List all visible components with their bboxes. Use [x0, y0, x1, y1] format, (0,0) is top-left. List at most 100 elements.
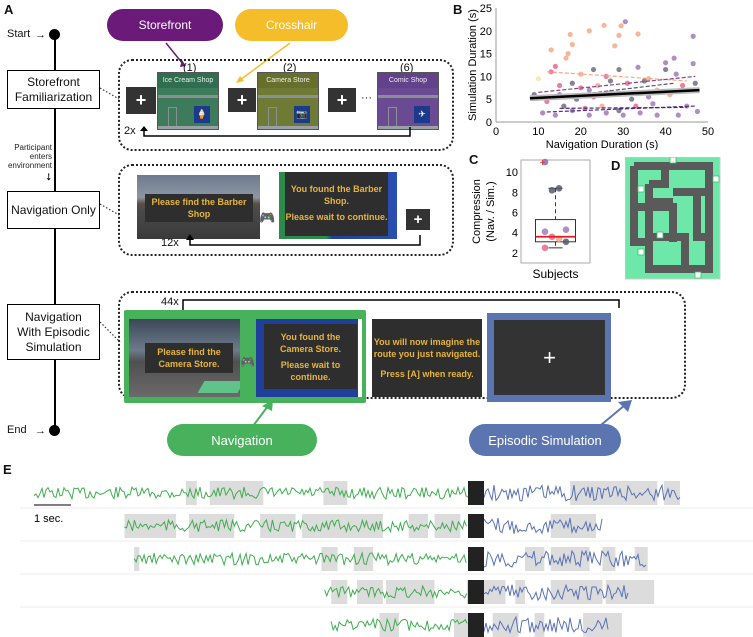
connector-1 [100, 87, 120, 100]
shaded-segment [583, 613, 622, 637]
shaded-segment [321, 547, 338, 571]
data-point [586, 87, 592, 93]
navigation-only-block [118, 164, 454, 256]
callout-storefront: Storefront [107, 9, 223, 41]
data-point [673, 71, 679, 77]
data-point [552, 112, 558, 118]
data-point [569, 80, 575, 86]
shaded-segment [602, 547, 616, 571]
y-tick-label: 20 [480, 26, 492, 38]
data-point [624, 80, 631, 86]
group-fit-line [529, 88, 700, 100]
repeat-count-episodic: 44x [161, 296, 179, 308]
found-screen-barber: You found the Barber Shop. Please wait t… [279, 172, 397, 239]
data-point [679, 82, 686, 89]
data-point [548, 47, 554, 53]
transition-note: Participant enters environment [7, 143, 52, 170]
navigation-trace [330, 617, 468, 633]
connector-3 [100, 321, 121, 343]
found-message-camera: You found the Camera Store. Please wait … [264, 324, 357, 389]
shaded-segment [634, 547, 648, 571]
data-point [650, 101, 656, 107]
data-point [561, 103, 567, 109]
y-tick-label: 8 [512, 187, 518, 199]
shaded-segment [515, 580, 525, 604]
store-camera-store: Camera Store 📷 [257, 72, 319, 130]
maze-paths [630, 162, 713, 273]
data-point [586, 112, 592, 118]
y-axis-label-sub: (Nav. / Sim.) [485, 181, 497, 241]
store-sign: Ice Cream Shop [158, 73, 218, 88]
data-point [690, 61, 696, 67]
y-tick-label: 15 [480, 49, 492, 61]
navigation-trace [33, 485, 469, 501]
repeat-arrow-storefront [140, 126, 411, 137]
trace-panel-e: 1 sec. [20, 481, 753, 637]
store-marker [637, 185, 645, 193]
subject-point [541, 244, 549, 252]
data-point [552, 63, 558, 69]
storefront-block [118, 59, 454, 151]
data-point [637, 110, 643, 116]
y-tick-label: 4 [512, 228, 518, 240]
data-point [663, 60, 669, 66]
panel-label-d: D [611, 158, 621, 173]
y-tick-label: 25 [480, 3, 492, 15]
data-point [618, 23, 624, 29]
phase-marker [468, 547, 484, 571]
data-point [567, 31, 573, 38]
shaded-segment [550, 514, 597, 538]
subject-point [562, 226, 570, 233]
y-tick-label: 6 [512, 208, 518, 220]
shaded-segment [408, 514, 429, 538]
x-tick-label: 10 [532, 126, 544, 138]
connector-2 [100, 203, 120, 216]
shaded-segment [323, 481, 348, 505]
data-point [557, 82, 563, 89]
navigation-trace [133, 551, 467, 567]
data-point [563, 55, 569, 61]
navigation-prompt-camera: Please find the Camera Store. [145, 343, 233, 373]
store-number-2: (2) [283, 62, 297, 74]
label-navigation: Navigation [167, 424, 317, 456]
y-tick-label: 10 [506, 167, 518, 179]
subject-point [541, 228, 549, 235]
store-ice-cream-shop: Ice Cream Shop 🍦 [157, 72, 219, 130]
fixation-cross-nav: + [406, 209, 430, 230]
data-point [586, 28, 592, 34]
found-screen-camera: You found the Camera Store. Please wait … [256, 319, 362, 397]
data-point [616, 32, 622, 38]
data-point [535, 76, 541, 82]
repeat-count-storefront: 2x [124, 125, 136, 137]
simulation-trace [483, 549, 647, 568]
ellipsis: ··· [361, 92, 372, 104]
green-path [197, 381, 240, 393]
transition-arrow-icon: ➘ [41, 170, 56, 185]
gamepad-icon: 🎮 [240, 355, 255, 369]
store-comic-shop: Comic Shop ✈ [377, 72, 439, 130]
found-message: You found the Barber Shop. Please wait t… [285, 172, 388, 236]
navigation-scene-barber: Please find the Barber Shop [137, 175, 260, 239]
store-number-6: (6) [400, 62, 414, 74]
data-point [663, 66, 669, 73]
x-axis-label: Subjects [532, 267, 578, 280]
navigation-scene-camera: Please find the Camera Store. [129, 319, 240, 397]
gamepad-icon: 🎮 [259, 210, 276, 225]
data-point [620, 112, 626, 118]
data-point [646, 94, 652, 100]
y-tick-label: 2 [512, 248, 518, 260]
store-sign: Comic Shop [378, 73, 438, 88]
end-arrow-icon: → [35, 425, 46, 437]
x-tick-label: 40 [659, 126, 671, 138]
outlier-marker: + [540, 158, 546, 169]
repeat-arrow-nav [186, 234, 421, 246]
data-point [646, 76, 652, 82]
simulation-trace [483, 583, 629, 602]
panel-label-e: E [3, 462, 12, 477]
data-point [603, 110, 609, 116]
plane-icon: ✈ [414, 106, 430, 123]
x-tick-label: 20 [575, 126, 587, 138]
phase-marker [468, 481, 484, 505]
